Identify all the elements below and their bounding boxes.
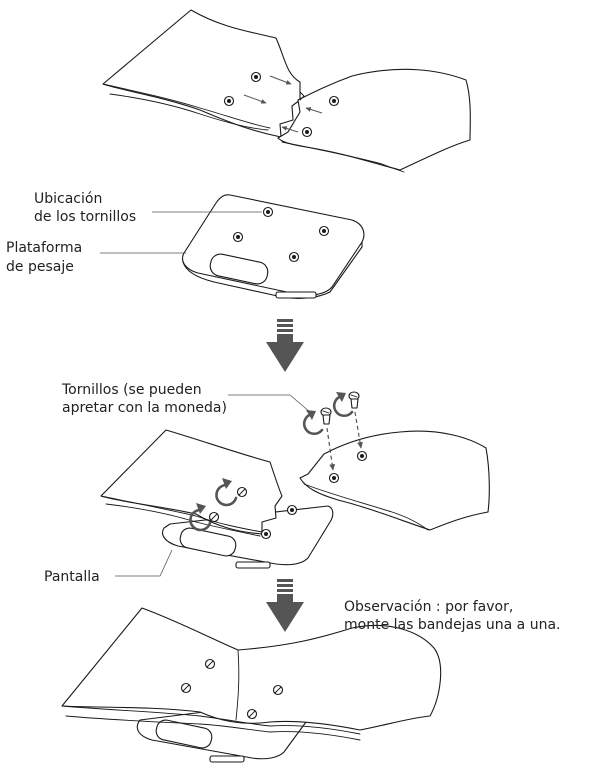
label-screw-location-2: de los tornillos xyxy=(34,209,136,225)
screws-leader xyxy=(228,394,311,413)
label-display: Pantalla xyxy=(44,569,100,585)
down-arrow-icon xyxy=(266,319,304,372)
rotate-arrow-icon xyxy=(215,478,238,507)
step1-trays xyxy=(102,9,471,173)
rotate-arrow-icon xyxy=(302,410,324,435)
screw-icon xyxy=(320,407,332,425)
label-platform-1: Plataforma xyxy=(6,240,82,256)
step2-assembly xyxy=(100,391,490,569)
screw-icon xyxy=(246,708,258,720)
step1-right-tray xyxy=(277,68,471,173)
label-screws-2: apretar con la moneda) xyxy=(62,400,227,416)
weighing-platform xyxy=(181,194,365,299)
step3-assembled xyxy=(61,607,442,763)
label-screws-1: Tornillos (se pueden xyxy=(61,382,202,398)
screw-icon xyxy=(204,658,216,670)
rotate-arrow-icon xyxy=(189,503,212,532)
label-platform-2: de pesaje xyxy=(6,259,74,275)
screw-icon xyxy=(180,682,192,694)
screw-icon xyxy=(348,391,360,409)
rotate-arrow-icon xyxy=(332,392,354,417)
note-line-1: Observación : por favor, xyxy=(344,599,513,615)
note-line-2: monte las bandejas una a una. xyxy=(344,617,560,633)
screw-icon xyxy=(236,486,248,498)
down-arrow-icon xyxy=(266,579,304,632)
platform-display-window xyxy=(209,253,269,285)
screw-icon xyxy=(208,511,220,523)
screw-icon xyxy=(272,684,284,696)
step1-screw-holes xyxy=(223,71,340,138)
display-leader xyxy=(115,549,173,577)
step1-left-tray xyxy=(102,9,301,138)
label-screw-location-1: Ubicación xyxy=(34,191,102,207)
step1-alignment-arrows xyxy=(243,75,323,133)
platform-screw-holes xyxy=(232,206,330,263)
